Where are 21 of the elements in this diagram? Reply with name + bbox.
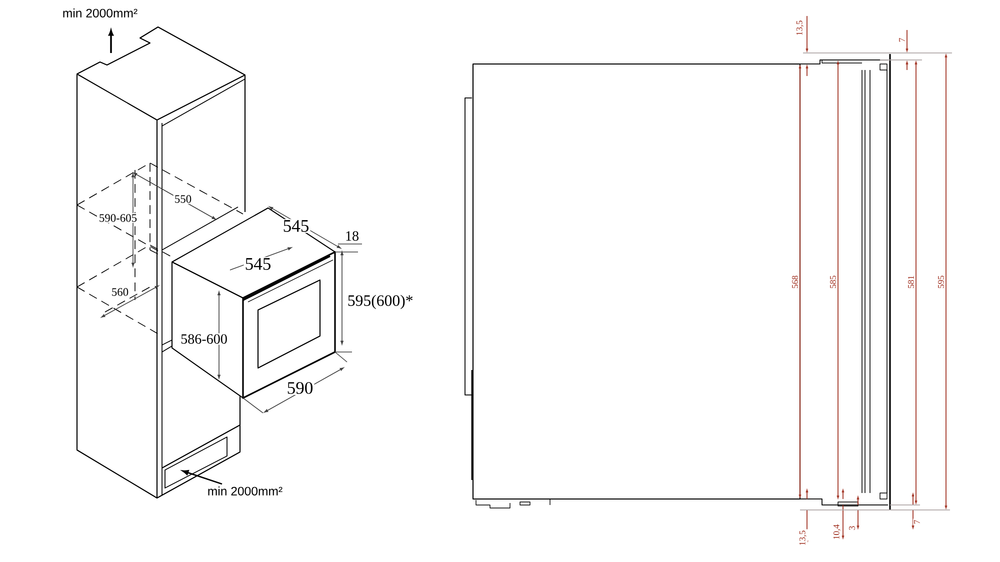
- dimension-label: 550: [173, 194, 193, 204]
- dimension-label: 13,5: [795, 19, 805, 37]
- dimension-label: min 2000mm²: [206, 485, 284, 497]
- dimension-label: 590-605: [98, 213, 138, 223]
- dimension-label: 568: [791, 274, 800, 290]
- dimension-label: min 2000mm²: [61, 7, 139, 19]
- dimension-label: 595: [937, 274, 945, 290]
- dimension-label: 18: [344, 230, 360, 242]
- dimension-label: 590: [286, 381, 314, 395]
- dimension-label: 595(600)*: [346, 294, 414, 310]
- dimension-label: 586-600: [180, 333, 228, 345]
- dimension-label: 10,4: [832, 523, 842, 541]
- dimension-label: 585: [829, 274, 838, 290]
- dimension-label: 581: [906, 274, 916, 290]
- dimension-label: 545: [282, 219, 310, 233]
- dimension-label: 3: [848, 524, 856, 532]
- dimension-label: 13,5: [798, 529, 808, 547]
- dimension-label: 560: [110, 287, 130, 297]
- dimension-label: 7: [913, 518, 921, 526]
- dimension-label: 7: [898, 36, 906, 44]
- dimension-label: 545: [244, 257, 272, 271]
